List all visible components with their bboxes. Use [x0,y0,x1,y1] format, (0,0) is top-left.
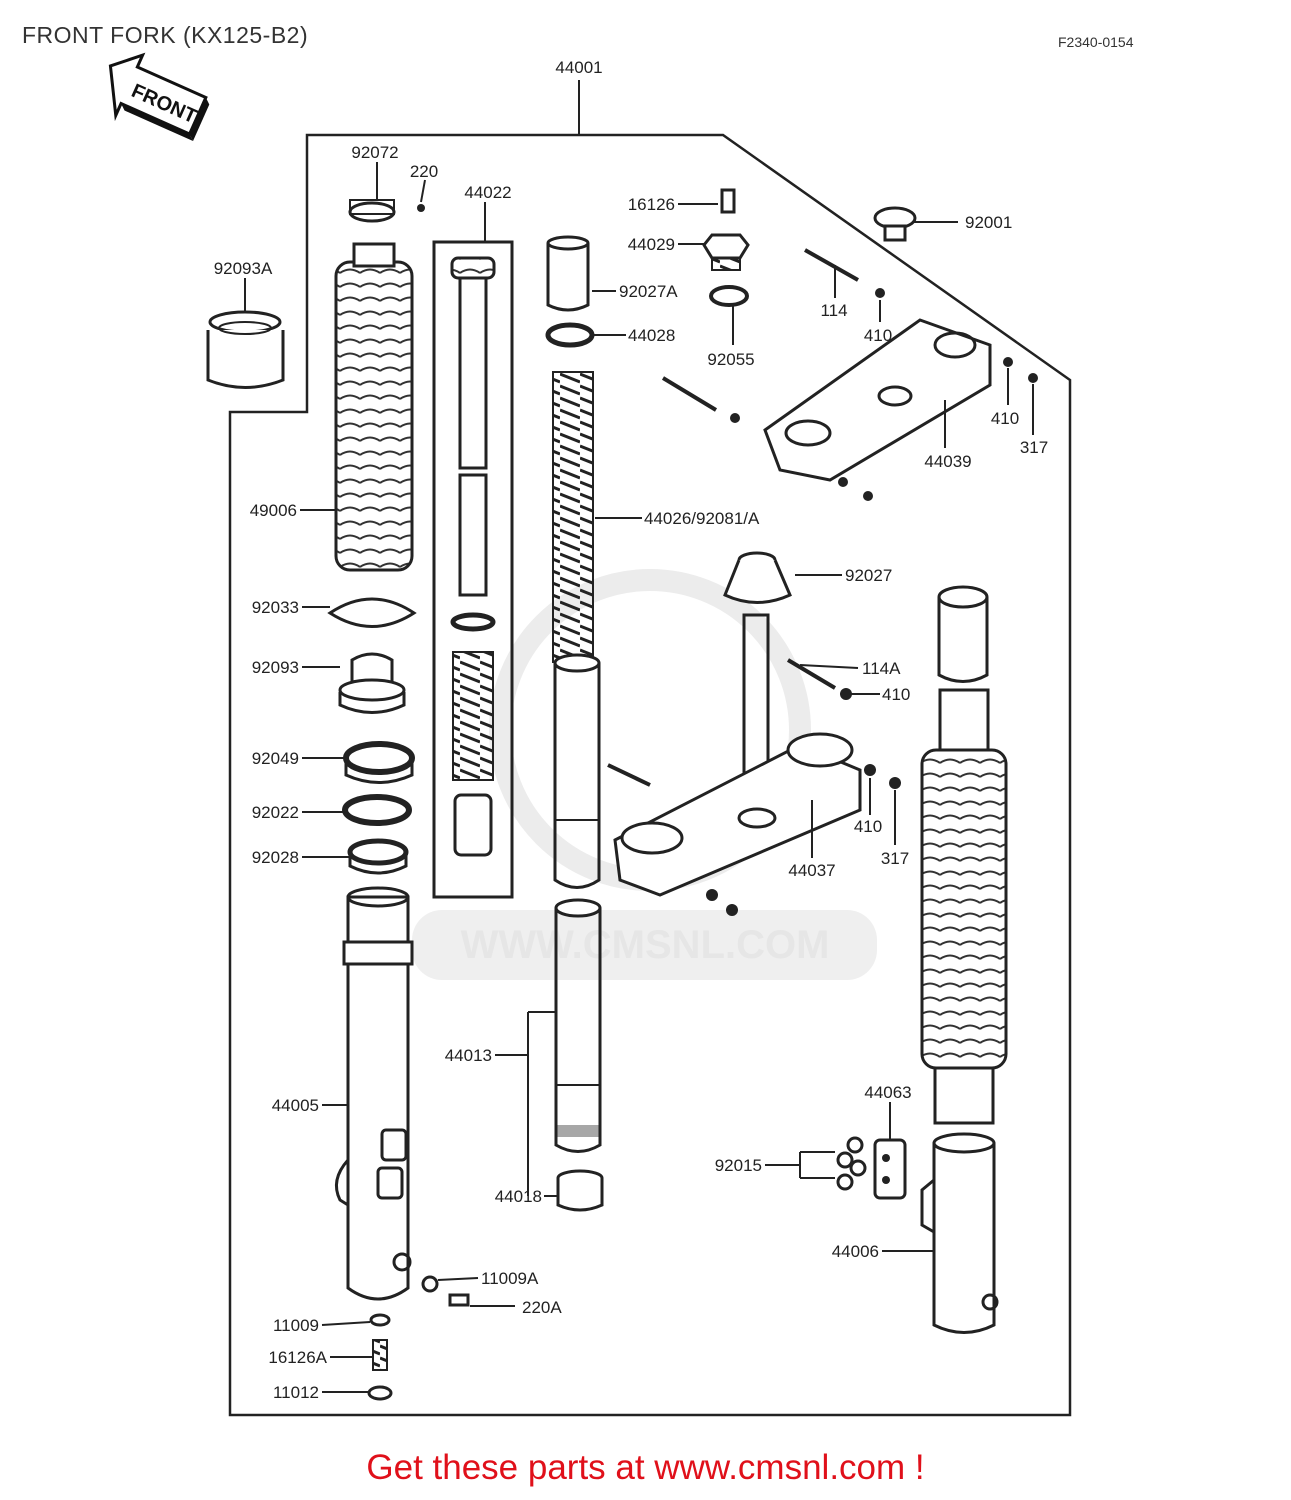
washer-92022 [342,794,412,826]
part-label: 92033 [252,598,299,617]
top-plug-44029 [702,233,750,271]
part-label: 44001 [555,58,602,77]
watermark: WWW.CMSNL.COM [412,569,877,980]
part-label: 92027 [845,566,892,585]
page-title: FRONT FORK (KX125-B2) [22,22,309,48]
part-label: 16126A [268,1348,327,1367]
clamp-92072 [348,199,425,223]
front-arrow-icon: FRONT [108,52,210,142]
right-fork-boot [920,688,1008,1125]
part-label: 44039 [924,452,971,471]
damper-top [937,585,989,683]
boot-seal-92093A [206,310,285,389]
inner-tube-44013 [554,898,602,1153]
part-label: 220A [522,1298,562,1317]
part-label: 92093A [214,259,273,278]
part-label: 92093 [252,658,299,677]
o-ring-92055 [709,285,749,307]
part-label: 44018 [495,1187,542,1206]
part-label: 11012 [273,1383,319,1402]
part-label: 114 [820,301,847,320]
cylinder-44022 [450,256,496,857]
part-label: 44029 [628,235,675,254]
part-label: 92028 [252,848,299,867]
dust-seal-92093 [338,652,406,714]
part-label: 49006 [250,501,297,520]
part-label: 44006 [832,1242,879,1261]
outer-tube-44006 [920,1132,999,1334]
watermark-text: WWW.CMSNL.COM [461,923,830,967]
inner-tube-upper [553,653,601,889]
fork-spring-44026 [552,371,594,663]
part-labels: 44001 92072 220 44022 16126 44029 92001 … [214,58,1049,1402]
part-label: 317 [881,849,909,868]
part-label: 92022 [252,803,299,822]
part-label: 11009 [273,1316,319,1335]
part-label: 44026/92081/A [644,509,760,528]
part-label: 92049 [252,749,299,768]
part-label: 410 [864,326,892,345]
part-label: 44005 [272,1096,319,1115]
part-label: 220 [410,162,438,181]
oil-seal-92049 [343,741,415,784]
fork-boot-49006 [334,242,414,572]
drain-bolt-assembly [367,1313,393,1401]
stem-head-44039 [661,248,1038,501]
part-label: 16126 [628,195,675,214]
stem-cover-92027 [723,551,792,604]
part-label: 92055 [707,350,754,369]
part-label: 410 [882,685,910,704]
small-fasteners-center [421,1275,470,1307]
part-label: 410 [854,817,882,836]
part-label: 44013 [445,1046,492,1065]
part-label: 44028 [628,326,675,345]
clamp-44063 [836,1136,907,1200]
part-label: 92027A [619,282,678,301]
inner-parts-frame [432,240,514,899]
part-label: 114A [862,659,901,678]
leader-lines [244,80,1034,1393]
part-label: 44022 [464,183,511,202]
steering-stem-44037 [607,613,901,916]
part-label: 92015 [715,1156,762,1175]
part-label: 44037 [788,861,835,880]
part-label: 317 [1020,438,1048,457]
air-valve-16126 [720,188,736,214]
bushing-92028 [347,838,409,875]
footer-link-text[interactable]: Get these parts at www.cmsnl.com ! [366,1448,925,1487]
spacer-92027A [546,235,590,312]
outer-tube-44005 [334,886,414,1301]
spring-seat-44028 [545,322,595,348]
part-label: 92001 [965,213,1012,232]
diagram-code: F2340-0154 [1058,34,1134,50]
part-label: 410 [991,409,1019,428]
slide-bushing-44018 [556,1169,604,1212]
part-label: 44063 [864,1083,911,1102]
assembly-outline [228,133,1072,1417]
gasket-92033 [327,597,417,628]
part-label: 92072 [351,143,398,162]
cap-92001 [873,206,917,242]
part-label: 11009A [481,1269,539,1288]
